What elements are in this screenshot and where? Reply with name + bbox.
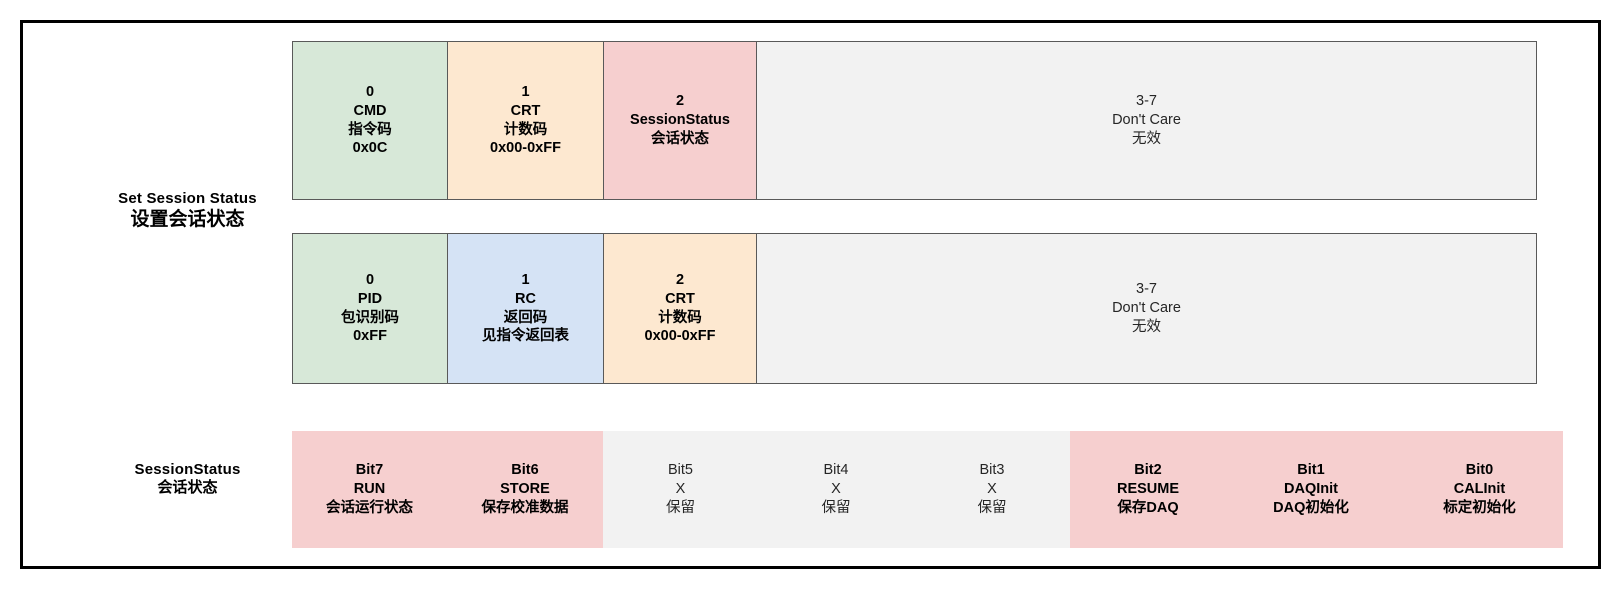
- bit-cell-6: Bit6 STORE 保存校准数据: [447, 431, 603, 548]
- row-label-en: Set Session Status: [118, 190, 257, 207]
- bit-name: X: [675, 481, 686, 498]
- response-cell-2: 2 CRT 计数码 0x00-0xFF: [604, 234, 757, 383]
- request-cell-0: 0 CMD 指令码 0x0C: [293, 42, 448, 199]
- bit-cell-5: Bit5 X 保留: [603, 431, 758, 548]
- bit-cell-1: Bit1 DAQInit DAQ初始化: [1226, 431, 1396, 548]
- bit-cn: 保存校准数据: [481, 499, 569, 516]
- bit-cell-2: Bit2 RESUME 保存DAQ: [1070, 431, 1226, 548]
- bit-name: X: [831, 481, 841, 498]
- row-label-cn: 设置会话状态: [130, 209, 245, 231]
- bit-cn: 保存DAQ: [1117, 499, 1179, 516]
- bit-cn: 保留: [821, 499, 851, 516]
- row-label-en: SessionStatus: [134, 461, 241, 478]
- response-cell-0: 0 PID 包识别码 0xFF: [293, 234, 448, 383]
- bit-name: X: [987, 481, 997, 498]
- bit-name: RUN: [353, 481, 386, 498]
- diagram-frame: Set Session Status 设置会话状态 SessionStatus …: [20, 20, 1601, 569]
- cell-cn: 计数码: [658, 309, 702, 326]
- cell-value: 0xFF: [353, 328, 387, 345]
- bit-cn: 标定初始化: [1443, 499, 1516, 516]
- bit-name: STORE: [500, 481, 550, 498]
- cell-cn: 无效: [1132, 130, 1161, 147]
- bit-index: Bit5: [668, 462, 693, 479]
- cell-cn: 返回码: [503, 309, 548, 326]
- bit-cell-4: Bit4 X 保留: [758, 431, 914, 548]
- bit-cn: 保留: [666, 499, 695, 516]
- bit-cn: 会话运行状态: [326, 499, 413, 516]
- cell-cn: 会话状态: [651, 130, 709, 147]
- cell-cn: 指令码: [348, 121, 392, 138]
- cell-name: CRT: [510, 102, 541, 119]
- response-frame-bar: 0 PID 包识别码 0xFF 1 RC 返回码 见指令返回表 2 CRT 计数…: [292, 233, 1537, 384]
- bit-name: DAQInit: [1284, 481, 1338, 498]
- cell-name: RC: [515, 290, 536, 307]
- bit-index: Bit7: [355, 462, 384, 479]
- bit-index: Bit2: [1134, 462, 1162, 479]
- cell-cn: 包识别码: [341, 309, 399, 326]
- cell-cn: 计数码: [503, 121, 548, 138]
- cell-index: 1: [521, 83, 530, 100]
- cell-name: Don't Care: [1112, 300, 1181, 317]
- bit-name: RESUME: [1116, 481, 1180, 498]
- cell-value: 0x0C: [352, 140, 388, 157]
- bit-index: Bit3: [979, 462, 1005, 479]
- cell-index: 0: [365, 83, 375, 100]
- cell-index: 2: [675, 93, 685, 110]
- row-label-cn: 会话状态: [157, 479, 218, 497]
- bit-index: Bit6: [511, 462, 539, 479]
- row-label-set-session-status: Set Session Status 设置会话状态: [80, 190, 295, 231]
- cell-cn: 无效: [1132, 318, 1161, 335]
- bit-index: Bit1: [1297, 462, 1325, 479]
- bit-cell-0: Bit0 CALInit 标定初始化: [1396, 431, 1563, 548]
- bit-index: Bit4: [823, 462, 849, 479]
- request-frame-bar: 0 CMD 指令码 0x0C 1 CRT 计数码 0x00-0xFF 2 Ses…: [292, 41, 1537, 200]
- cell-index: 3-7: [1136, 281, 1157, 298]
- bit-name: CALInit: [1453, 481, 1506, 498]
- bit-cn: DAQ初始化: [1273, 499, 1349, 516]
- session-status-bit-bar: Bit7 RUN 会话运行状态 Bit6 STORE 保存校准数据 Bit5 X…: [292, 431, 1563, 548]
- cell-name: Don't Care: [1112, 112, 1181, 129]
- cell-index: 2: [675, 271, 685, 288]
- cell-name: CRT: [665, 290, 695, 307]
- bit-index: Bit0: [1465, 462, 1494, 479]
- cell-value: 0x00-0xFF: [490, 140, 561, 157]
- request-cell-2: 2 SessionStatus 会话状态: [604, 42, 757, 199]
- cell-name: SessionStatus: [630, 112, 730, 129]
- response-cell-1: 1 RC 返回码 见指令返回表: [448, 234, 604, 383]
- cell-index: 3-7: [1136, 93, 1157, 110]
- request-cell-1: 1 CRT 计数码 0x00-0xFF: [448, 42, 604, 199]
- response-cell-3-7: 3-7 Don't Care 无效: [757, 234, 1536, 383]
- cell-value: 见指令返回表: [482, 328, 569, 345]
- cell-name: PID: [357, 290, 383, 307]
- cell-value: 0x00-0xFF: [644, 328, 716, 345]
- row-label-session-status: SessionStatus 会话状态: [80, 461, 295, 498]
- cell-name: CMD: [353, 102, 387, 119]
- cell-index: 0: [365, 271, 375, 288]
- bit-cell-7: Bit7 RUN 会话运行状态: [292, 431, 447, 548]
- bit-cn: 保留: [977, 499, 1007, 516]
- request-cell-3-7: 3-7 Don't Care 无效: [757, 42, 1536, 199]
- cell-index: 1: [521, 271, 530, 288]
- bit-cell-3: Bit3 X 保留: [914, 431, 1070, 548]
